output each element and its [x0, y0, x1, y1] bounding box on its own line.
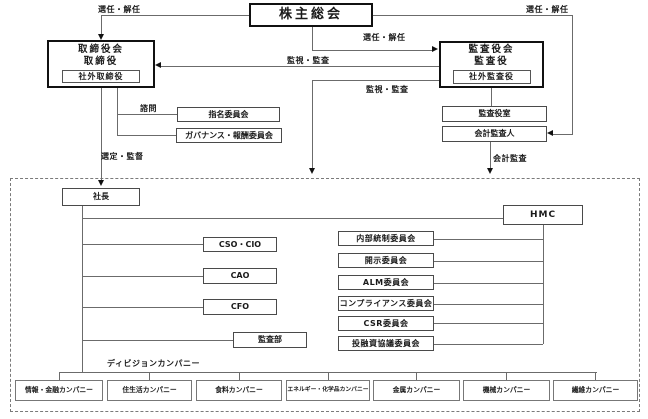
- company-ict-financial-box: 情報・金融カンパニー: [15, 380, 103, 401]
- company-machinery-box: 機械カンパニー: [463, 380, 550, 401]
- csr-committee-box: CSR委員会: [338, 316, 434, 331]
- connector-line: [101, 15, 102, 37]
- arrowhead-icon: [98, 180, 104, 186]
- connector-line: [543, 225, 544, 344]
- company-food-box: 食料カンパニー: [196, 380, 282, 401]
- auditors-office-box: 監査役室: [442, 106, 547, 122]
- disclosure-committee-box: 開示委員会: [338, 253, 434, 268]
- connector-line: [491, 88, 492, 106]
- connector-line: [434, 283, 543, 284]
- connector-line: [101, 88, 102, 182]
- connector-line: [572, 15, 573, 134]
- arrowhead-icon: [487, 168, 493, 174]
- nomination-committee-box: 指名委員会: [177, 107, 280, 122]
- outside-directors-box: 社外取締役: [62, 69, 140, 84]
- connector-line: [101, 15, 249, 16]
- connector-line: [82, 276, 203, 277]
- connector-line: [82, 307, 203, 308]
- arrowhead-icon: [432, 46, 438, 52]
- investment-consultative-committee-box: 投融資協議委員会: [338, 336, 434, 351]
- edge-label-advisory: 諮問: [140, 104, 157, 113]
- company-metals-box: 金属カンパニー: [373, 380, 460, 401]
- arrowhead-icon: [98, 34, 104, 40]
- company-general-products-box: 住生活カンパニー: [107, 380, 192, 401]
- connector-line: [82, 206, 83, 372]
- edge-label-appoint-dismiss-left: 選任・解任: [98, 5, 141, 14]
- connector-line: [312, 50, 433, 51]
- compliance-committee-box: コンプライアンス委員会: [338, 296, 434, 311]
- connector-line: [82, 340, 233, 341]
- connector-line: [312, 80, 439, 81]
- directors-label: 取締役: [83, 55, 119, 67]
- connector-line: [490, 142, 491, 170]
- connector-line: [506, 372, 507, 380]
- connector-line: [149, 372, 150, 380]
- arrowhead-icon: [309, 168, 315, 174]
- connector-line: [373, 15, 572, 16]
- edge-label-monitor-audit-upper: 監視・監査: [287, 56, 330, 65]
- connector-line: [312, 80, 313, 170]
- cso-cio-box: CSO・CIO: [203, 237, 277, 252]
- connector-line: [434, 323, 543, 324]
- connector-line: [312, 27, 313, 50]
- connector-line: [59, 372, 60, 380]
- connector-line: [416, 372, 417, 380]
- cao-box: CAO: [203, 268, 277, 284]
- alm-committee-box: ALM委員会: [338, 275, 434, 290]
- connector-line: [434, 304, 543, 305]
- edge-label-appoint-dismiss-right: 選任・解任: [526, 5, 569, 14]
- company-energy-chemicals-box: エネルギー・化学品カンパニー: [286, 380, 370, 401]
- cfo-box: CFO: [203, 299, 277, 315]
- hmc-box: HMC: [503, 205, 583, 225]
- connector-line: [82, 244, 203, 245]
- president-box: 社長: [62, 188, 140, 206]
- connector-line: [117, 88, 118, 136]
- auditors-label: 監査役: [474, 56, 509, 68]
- audit-board-title: 監査役会: [468, 44, 515, 56]
- connector-line: [161, 66, 439, 67]
- board-of-directors-title: 取締役会: [77, 43, 124, 55]
- connector-line: [434, 344, 543, 345]
- connector-line: [117, 114, 177, 115]
- shareholders-meeting-box: 株主総会: [249, 3, 373, 27]
- arrowhead-icon: [547, 130, 553, 136]
- governance-remuneration-committee-box: ガバナンス・報酬委員会: [176, 128, 282, 143]
- connector-line: [434, 239, 543, 240]
- edge-label-monitor-audit-lower: 監視・監査: [366, 85, 409, 94]
- board-of-directors-box: 取締役会 取締役 社外取締役: [47, 40, 155, 88]
- connector-line: [434, 261, 543, 262]
- connector-line: [328, 372, 329, 380]
- division-companies-label: ディビジョンカンパニー: [107, 359, 200, 368]
- connector-line: [239, 372, 240, 380]
- connector-line: [82, 218, 503, 219]
- audit-department-box: 監査部: [233, 332, 307, 348]
- connector-line: [117, 135, 176, 136]
- internal-control-committee-box: 内部統制委員会: [338, 231, 434, 246]
- outside-auditors-box: 社外監査役: [452, 70, 531, 84]
- edge-label-accounting-audit: 会計監査: [493, 154, 527, 163]
- connector-line: [595, 372, 596, 380]
- arrowhead-icon: [155, 62, 161, 68]
- company-textile-box: 繊維カンパニー: [553, 380, 638, 401]
- edge-label-appoint-dismiss-center: 選任・解任: [363, 33, 406, 42]
- connector-line: [552, 134, 573, 135]
- accounting-auditor-box: 会計監査人: [442, 126, 547, 142]
- executive-dotted-boundary: [10, 178, 640, 412]
- edge-label-select-supervise: 選定・監督: [101, 152, 144, 161]
- audit-supervisory-board-box: 監査役会 監査役 社外監査役: [439, 41, 544, 88]
